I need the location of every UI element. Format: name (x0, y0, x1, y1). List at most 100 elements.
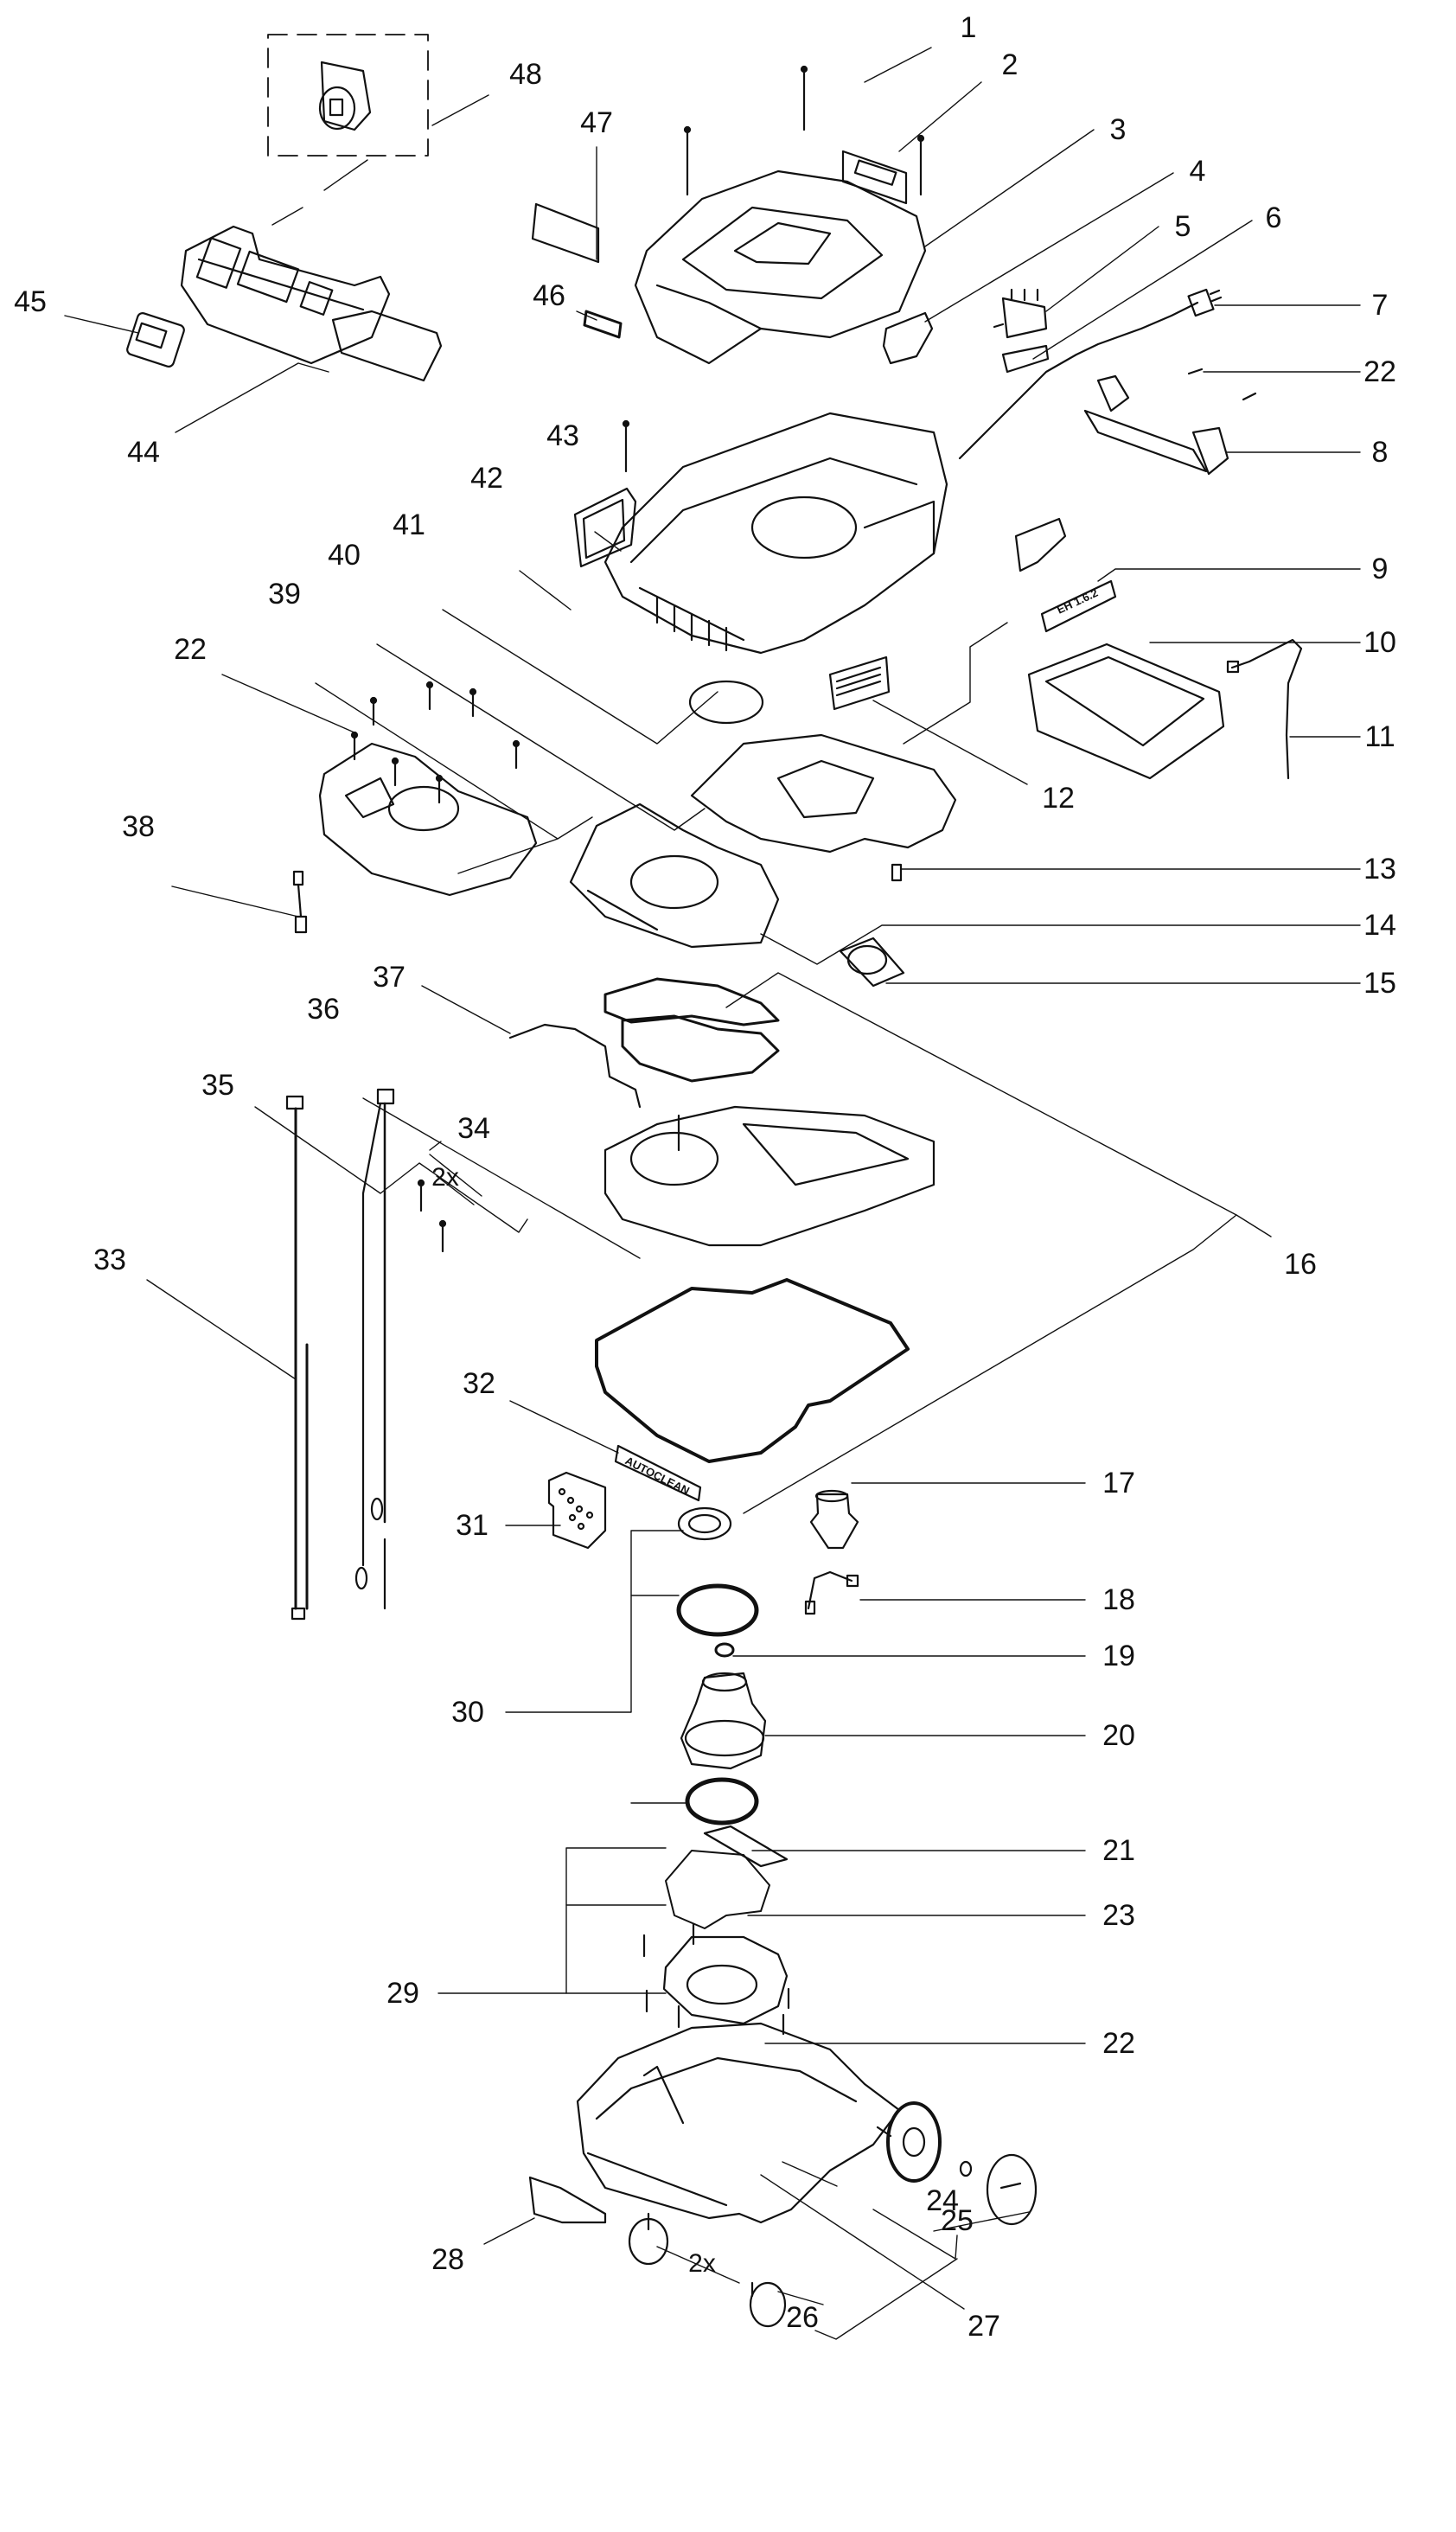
part-7-power-cord (958, 288, 1223, 460)
part-9-badge: EH 1.6.2 (1040, 579, 1117, 633)
part-29-lower-housing (642, 1922, 790, 2036)
part-18-cable (804, 1570, 859, 1615)
part-31-foam-block (547, 1471, 607, 1550)
callout-13: 13 (1363, 853, 1396, 886)
callout-37: 37 (373, 961, 406, 994)
callout-35: 35 (201, 1069, 234, 1102)
leader-lines (64, 47, 1361, 2340)
part-motor-seal-lower (685, 1777, 759, 1825)
callout-5: 5 (1174, 210, 1191, 243)
part-34-screws (417, 1179, 447, 1253)
part-24-wheel (876, 2101, 942, 2183)
part-15-gasket-plate (839, 937, 905, 988)
callout-20: 20 (1102, 1719, 1135, 1752)
part-9-latch (1014, 517, 1067, 572)
callout-41: 41 (393, 508, 425, 541)
part-39-electronics-housing (318, 742, 538, 897)
callout-26: 26 (786, 2301, 819, 2334)
callout-19: 19 (1102, 1640, 1135, 1672)
part-12-side-filter (828, 655, 891, 711)
callout-39: 39 (268, 578, 301, 611)
part-26-caster-2 (749, 2281, 787, 2328)
part-top-motor-cap (677, 1506, 732, 1541)
callout-36: 36 (307, 993, 340, 1026)
callout-16: 16 (1284, 1248, 1317, 1281)
callout-14: 14 (1363, 909, 1396, 942)
part-17-float (809, 1489, 859, 1550)
callout-8: 8 (1371, 436, 1389, 469)
callout-22-lower: 22 (1102, 2027, 1135, 2060)
callout-2: 2 (1001, 48, 1019, 81)
callout-15: 15 (1363, 967, 1396, 1000)
callout-34: 34 (457, 1112, 490, 1145)
quantity-mark-26: 2x (688, 2249, 716, 2278)
part-large-gasket (595, 1278, 910, 1463)
part-20-motor (680, 1672, 767, 1770)
part-2-plate (841, 150, 908, 205)
callout-48: 48 (509, 58, 542, 91)
part-42-filter (573, 487, 637, 568)
part-38-cable (292, 870, 308, 934)
part-5-switch (993, 288, 1048, 339)
part-6-clip (1001, 344, 1050, 374)
callout-29: 29 (386, 1977, 419, 2010)
part-40-mid-frame (690, 733, 957, 854)
part-16-seal-upper (603, 977, 780, 1026)
callout-27: 27 (967, 2310, 1000, 2343)
part-33-harness (285, 1095, 309, 1621)
callout-32: 32 (463, 1367, 495, 1400)
part-4-cover (882, 311, 934, 365)
part-19-washer (714, 1642, 735, 1658)
callout-40: 40 (328, 539, 361, 572)
callout-47: 47 (580, 106, 613, 139)
callout-44: 44 (127, 436, 160, 469)
callout-23: 23 (1102, 1899, 1135, 1932)
callout-25: 25 (941, 2204, 974, 2237)
part-3-top-lid (634, 169, 927, 365)
callout-33: 33 (93, 1244, 126, 1276)
part-41-round-cover (688, 680, 764, 725)
part-46-badge (583, 310, 623, 339)
part-36-base-housing (603, 1105, 936, 1247)
callout-22-upper: 22 (1363, 355, 1396, 388)
part-23-seal (665, 1850, 770, 1929)
part-21-gasket (703, 1825, 789, 1868)
callout-45: 45 (14, 285, 47, 318)
part-13-clip (891, 863, 903, 882)
callout-17: 17 (1102, 1467, 1135, 1499)
callout-42: 42 (470, 462, 503, 495)
part-housing-upper (603, 412, 948, 655)
part-16-seal-lower (621, 1014, 780, 1083)
callout-11: 11 (1364, 720, 1395, 753)
part-25-hubcap (986, 2153, 1038, 2226)
callout-1: 1 (960, 11, 977, 44)
callout-46: 46 (533, 279, 565, 312)
callout-18: 18 (1102, 1583, 1135, 1616)
callout-6: 6 (1265, 201, 1282, 234)
part-22-screws-electronics (350, 681, 520, 804)
callout-4: 4 (1189, 155, 1206, 188)
part-37-cable (508, 1023, 642, 1109)
callout-43: 43 (546, 419, 579, 452)
part-45-socket (126, 312, 185, 368)
part-22-screws-upper (1187, 368, 1257, 401)
callout-24: 24 (926, 2184, 959, 2217)
part-44-control-panel (180, 225, 443, 382)
part-11-sensor-cable (1226, 638, 1303, 780)
callout-22-electronics: 22 (174, 633, 207, 666)
callout-38: 38 (122, 810, 155, 843)
part-14-motor-housing (569, 802, 780, 949)
callout-9: 9 (1371, 553, 1389, 585)
part-32-autoclean-label: AUTOCLEAN (614, 1444, 702, 1502)
callout-31: 31 (456, 1509, 489, 1542)
callout-3: 3 (1109, 113, 1127, 146)
part-43-screw (622, 419, 630, 473)
part-26-caster-1 (628, 2212, 669, 2266)
callout-30: 30 (451, 1696, 484, 1729)
part-48-socket-option (267, 34, 429, 157)
callout-12: 12 (1042, 782, 1075, 815)
part-28-latch (528, 2176, 607, 2224)
badge-9-text: EH 1.6.2 (1055, 586, 1100, 617)
callout-10: 10 (1363, 626, 1396, 659)
